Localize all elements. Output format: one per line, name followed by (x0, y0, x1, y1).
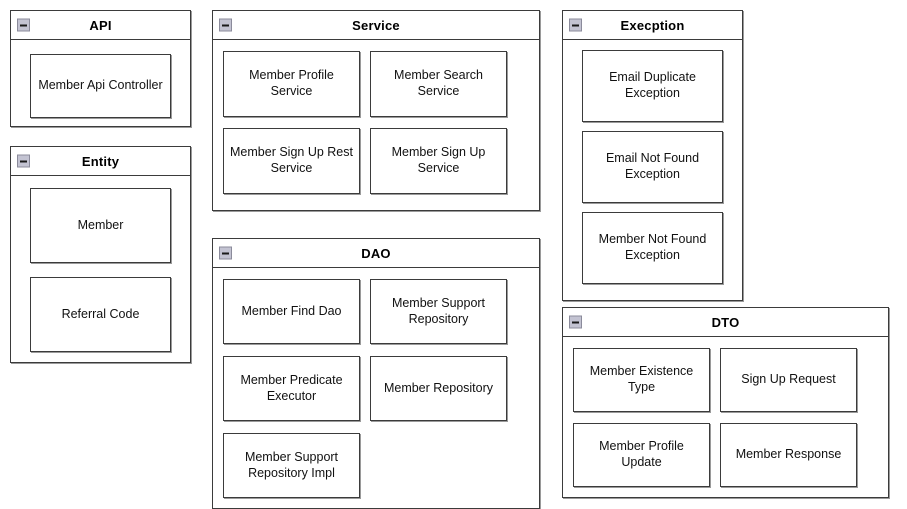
package-title-api: API (89, 17, 112, 33)
package-body-api: Member Api Controller (11, 40, 190, 126)
package-dao[interactable]: DAO Member Find Dao Member Support Repos… (212, 238, 540, 509)
package-header-api: API (11, 11, 190, 40)
package-exception[interactable]: Execption Email Duplicate Exception Emai… (562, 10, 743, 301)
class-box[interactable]: Email Not Found Exception (582, 131, 723, 203)
minus-icon[interactable] (17, 154, 30, 168)
package-dto[interactable]: DTO Member Existence Type Sign Up Reques… (562, 307, 889, 498)
class-box[interactable]: Member Support Repository Impl (223, 433, 360, 498)
package-entity[interactable]: Entity Member Referral Code (10, 146, 191, 363)
class-box[interactable]: Sign Up Request (720, 348, 857, 412)
class-box[interactable]: Member Search Service (370, 51, 507, 117)
minus-icon[interactable] (17, 18, 30, 32)
class-box[interactable]: Member Repository (370, 356, 507, 421)
class-box[interactable]: Member Support Repository (370, 279, 507, 344)
package-header-entity: Entity (11, 147, 190, 176)
package-title-exception: Execption (620, 17, 685, 33)
package-header-service: Service (213, 11, 539, 40)
package-body-service: Member Profile Service Member Search Ser… (213, 40, 539, 210)
class-box[interactable]: Referral Code (30, 277, 171, 352)
package-title-service: Service (352, 17, 400, 33)
package-service[interactable]: Service Member Profile Service Member Se… (212, 10, 540, 211)
class-box[interactable]: Member Sign Up Rest Service (223, 128, 360, 194)
class-box[interactable]: Member Not Found Exception (582, 212, 723, 284)
class-box[interactable]: Member Profile Update (573, 423, 710, 487)
class-box[interactable]: Member Response (720, 423, 857, 487)
package-api[interactable]: API Member Api Controller (10, 10, 191, 127)
package-title-dao: DAO (361, 245, 391, 261)
class-box[interactable]: Email Duplicate Exception (582, 50, 723, 122)
class-box[interactable]: Member Existence Type (573, 348, 710, 412)
minus-icon[interactable] (219, 18, 232, 32)
minus-icon[interactable] (569, 315, 582, 329)
minus-icon[interactable] (219, 246, 232, 260)
package-body-exception: Email Duplicate Exception Email Not Foun… (563, 40, 742, 300)
package-header-exception: Execption (563, 11, 742, 40)
class-box[interactable]: Member Sign Up Service (370, 128, 507, 194)
minus-icon[interactable] (569, 18, 582, 32)
package-header-dto: DTO (563, 308, 888, 337)
package-header-dao: DAO (213, 239, 539, 268)
package-body-dao: Member Find Dao Member Support Repositor… (213, 268, 539, 508)
class-box[interactable]: Member Profile Service (223, 51, 360, 117)
class-box[interactable]: Member Predicate Executor (223, 356, 360, 421)
class-box[interactable]: Member (30, 188, 171, 263)
class-box[interactable]: Member Find Dao (223, 279, 360, 344)
package-title-entity: Entity (81, 153, 120, 169)
package-body-entity: Member Referral Code (11, 176, 190, 362)
class-box[interactable]: Member Api Controller (30, 54, 171, 118)
package-body-dto: Member Existence Type Sign Up Request Me… (563, 337, 888, 497)
package-title-dto: DTO (711, 314, 740, 330)
